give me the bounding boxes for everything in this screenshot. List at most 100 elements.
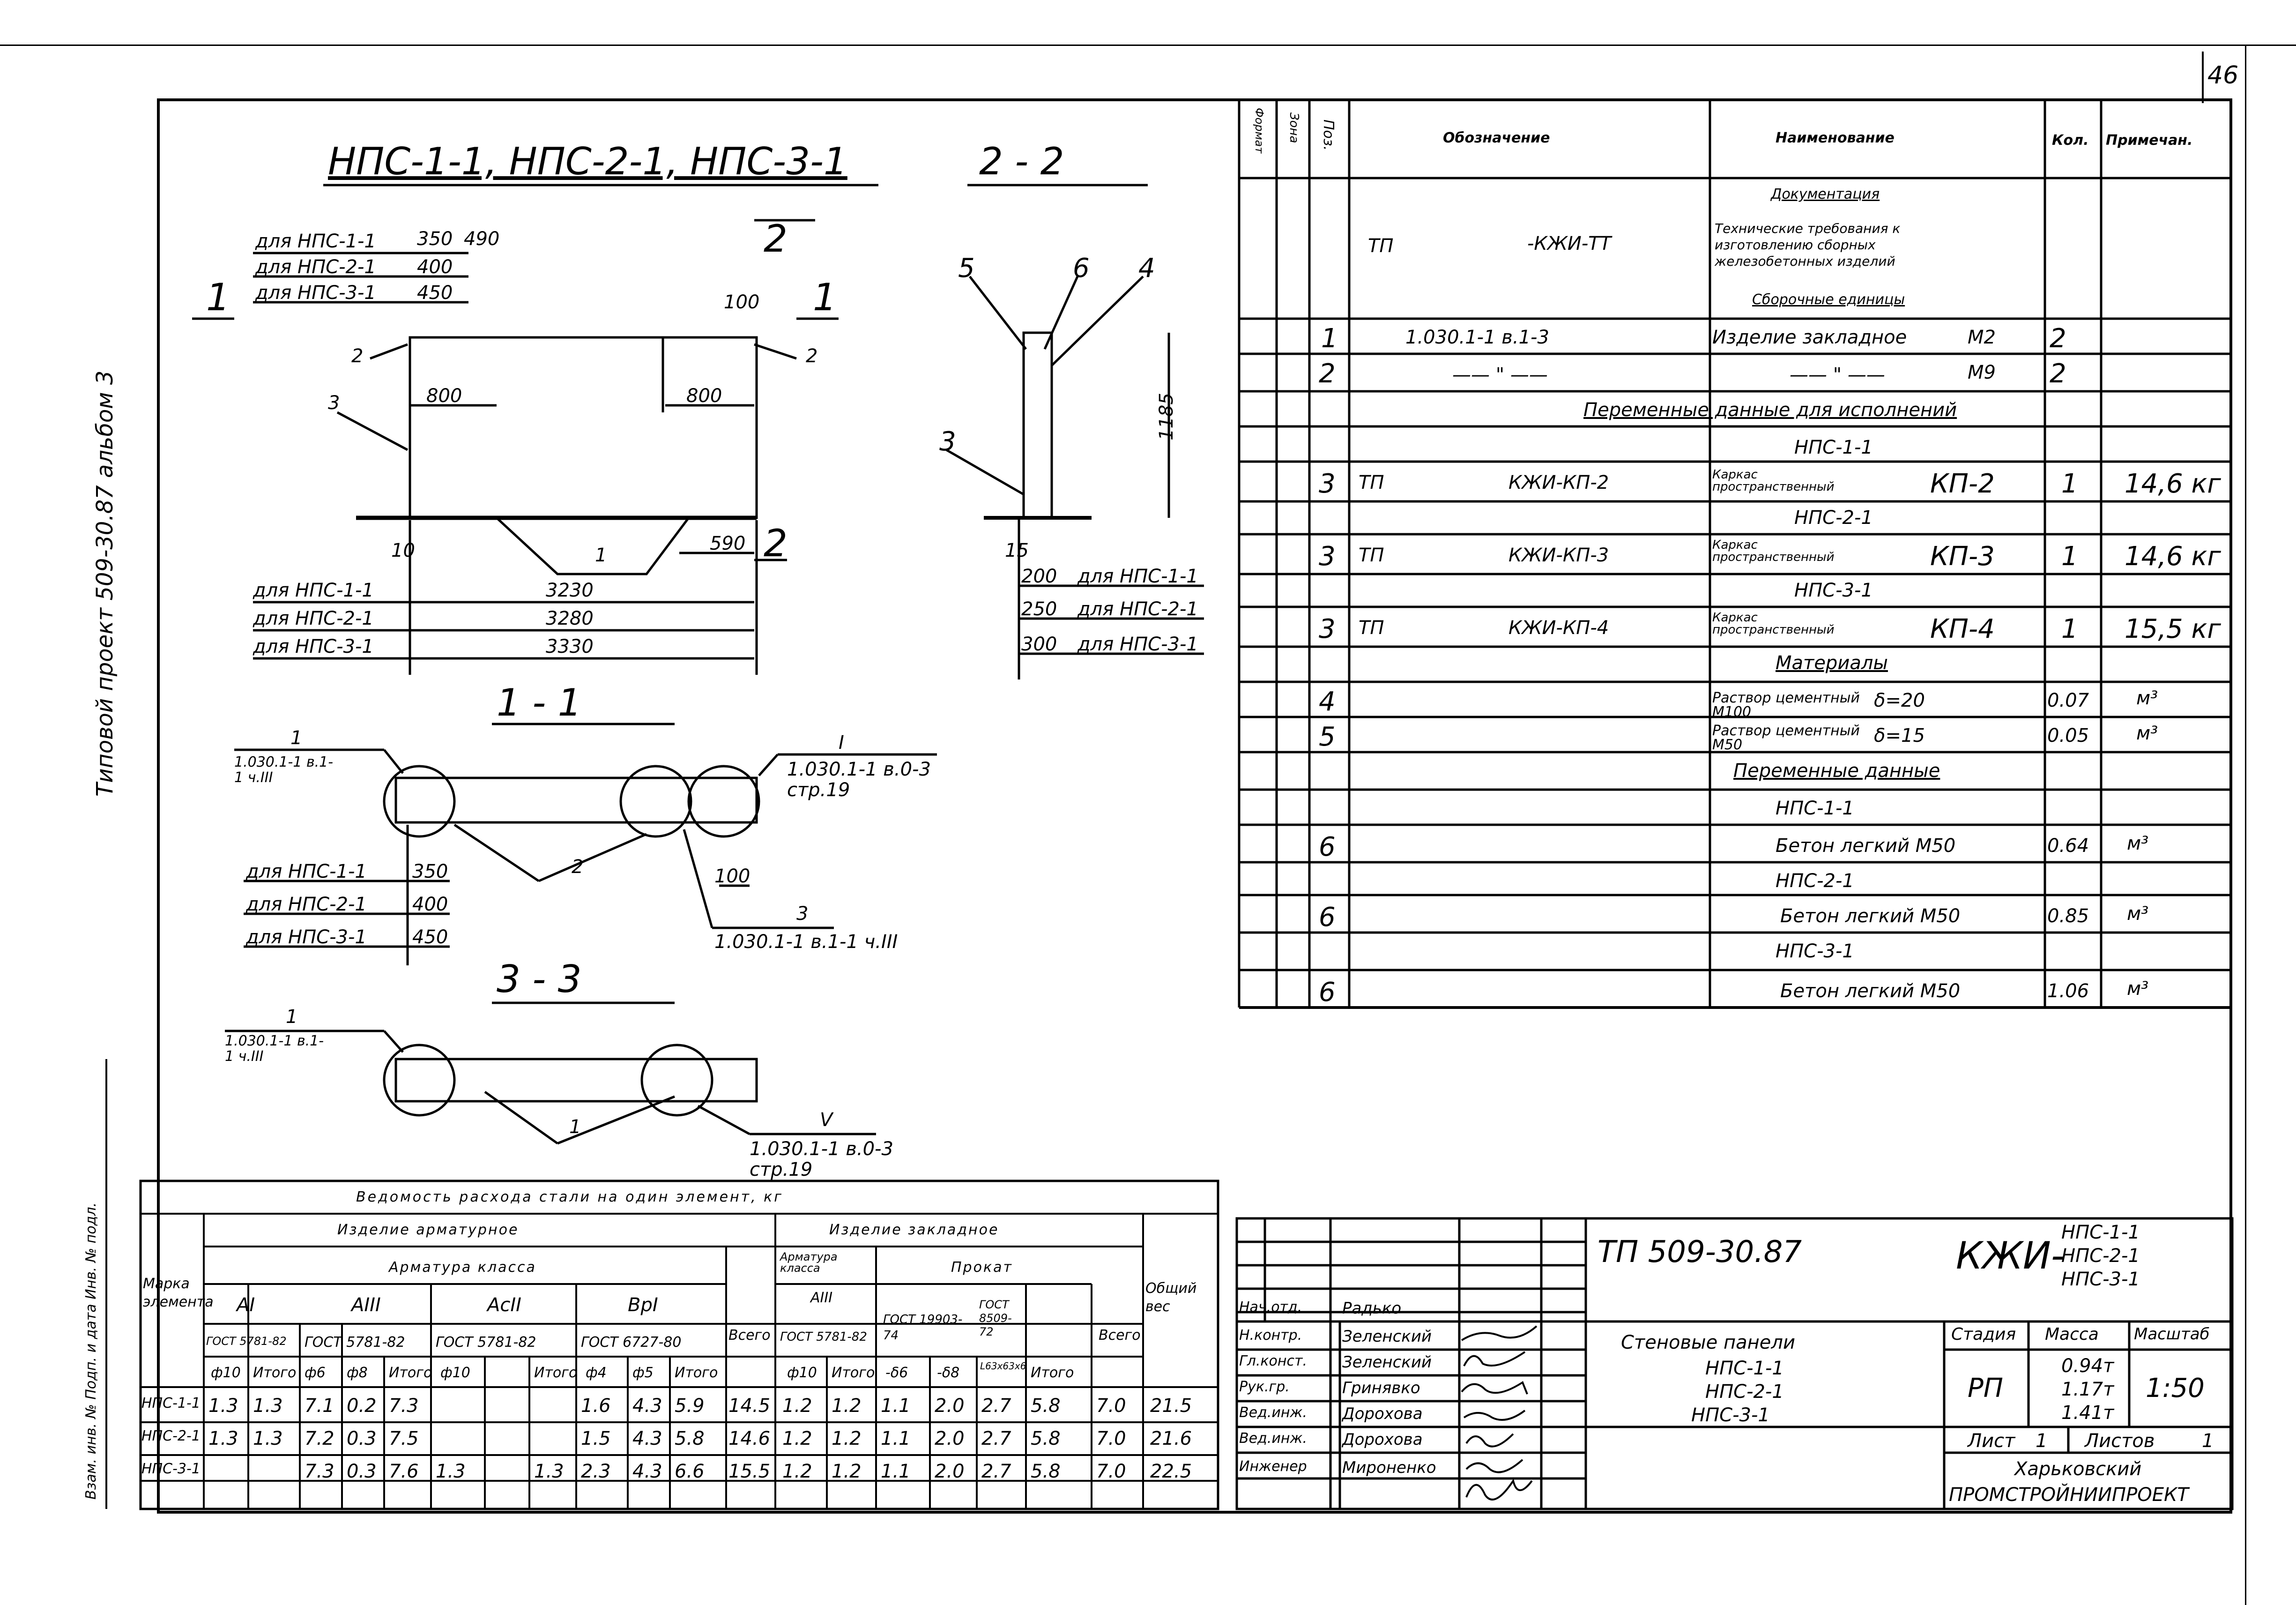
- spec-name: Раствор цементный М50: [1712, 723, 1860, 753]
- drawing-frame: [157, 98, 2232, 1514]
- dim-value: 800: [686, 385, 722, 407]
- sheets-value: 1: [2202, 1430, 2214, 1452]
- dim-value: 800: [426, 385, 462, 407]
- spec-row-qty: 2: [2050, 323, 2066, 354]
- steel-cell: 14.6: [728, 1428, 771, 1449]
- dim-value: 100: [714, 866, 750, 887]
- steel-sub: Итого: [389, 1365, 432, 1381]
- scale-value: 1:50: [2146, 1373, 2205, 1403]
- steel-cell: 5.8: [675, 1428, 705, 1449]
- spec-variant: НПС-3-1: [1794, 580, 1873, 601]
- steel-cell: 4.3: [632, 1428, 662, 1449]
- steel-cell: 7.0: [1096, 1461, 1126, 1482]
- section11-outline: [394, 776, 758, 824]
- steel-cell: 1.3: [436, 1461, 466, 1482]
- steel-sub: Итого: [832, 1365, 875, 1381]
- steel-sub: Итого: [1031, 1365, 1074, 1381]
- dim-value: 350: [417, 228, 453, 250]
- steel-row-mark: НПС-1-1: [141, 1395, 201, 1411]
- spec-qty: 0.07: [2047, 690, 2089, 711]
- steel-rebar-header: Изделие арматурное: [337, 1222, 519, 1238]
- spec-doc-name: Технические требования к изготовлению сб…: [1715, 221, 1901, 269]
- section-marker-1: 1: [206, 276, 230, 319]
- steel-cell: 1.2: [782, 1461, 812, 1482]
- steel-row-mark: НПС-2-1: [141, 1428, 201, 1444]
- length-row-label: для НПС-2-1: [253, 608, 374, 629]
- spec-pos: 4: [1319, 687, 1336, 717]
- sec22-dim: 200: [1021, 566, 1057, 587]
- mass-header: Масса: [2045, 1325, 2099, 1344]
- position-label: 6: [1073, 253, 1090, 284]
- dim-value: 15: [1005, 540, 1029, 561]
- steel-cell: 2.3: [581, 1461, 611, 1482]
- person-role: Вед.инж.: [1239, 1404, 1307, 1421]
- position-label: 3: [939, 426, 956, 457]
- spec-name: Каркас пространственный: [1712, 611, 1835, 637]
- spec-row-name: Изделие закладное: [1712, 327, 1907, 348]
- spec-pos: 6: [1319, 977, 1336, 1008]
- spec-name: Каркас пространственный: [1712, 468, 1835, 494]
- top-row-label: для НПС-3-1: [255, 282, 376, 304]
- steel-gost: ГОСТ 8509-72: [979, 1298, 1012, 1338]
- spec-tp: ТП: [1359, 545, 1384, 566]
- spec-mark: КП-3: [1930, 541, 1995, 572]
- sec11-row-label: для НПС-1-1: [246, 861, 367, 882]
- title-project: ТП 509-30.87: [1598, 1235, 1802, 1269]
- steel-gost: ГОСТ 5781-82: [780, 1330, 867, 1344]
- spec-header-name: Наименование: [1776, 130, 1895, 146]
- spec-row-mark: М2: [1968, 327, 1996, 348]
- steel-cell: 4.3: [632, 1461, 662, 1482]
- spec-variant: НПС-2-1: [1776, 870, 1854, 892]
- steel-title: Ведомость расхода стали на один элемент,…: [356, 1189, 784, 1205]
- spec-note: м³: [2136, 687, 2158, 709]
- steel-cell: 5.9: [675, 1395, 705, 1417]
- title-name-line: Стеновые панели: [1621, 1332, 1795, 1353]
- person-name: Мироненко: [1342, 1458, 1436, 1477]
- person-role: Нач.отд.: [1239, 1299, 1302, 1315]
- length-row-label: для НПС-3-1: [253, 636, 374, 657]
- steel-cell: 22.5: [1150, 1461, 1192, 1482]
- sec33-ref-right-pos: V: [820, 1109, 833, 1131]
- spec-variable-data: Переменные данные для исполнений: [1583, 399, 1957, 421]
- sec11-ref-bottom: 1.030.1-1 в.1-1 ч.III: [714, 931, 898, 953]
- spec-note: м³: [2127, 978, 2149, 1000]
- sec11-ref-right: 1.030.1-1 в.0-3 стр.19: [787, 759, 931, 801]
- dim-value: 400: [417, 256, 453, 278]
- steel-sub: ф8: [347, 1365, 368, 1381]
- position-label: 3: [328, 392, 340, 414]
- steel-gost: ГОСТ 19903-74: [883, 1313, 963, 1343]
- spec-doc-code: -КЖИ-ТТ: [1527, 233, 1612, 254]
- title-name-line: НПС-1-1: [1705, 1358, 1784, 1379]
- steel-cell: 7.5: [389, 1428, 419, 1449]
- length-row-label: для НПС-1-1: [253, 580, 374, 601]
- steel-cell: 2.7: [981, 1461, 1011, 1482]
- steel-cell: 2.0: [935, 1461, 965, 1482]
- position-label: 1: [290, 727, 303, 749]
- steel-total-weight: Общий вес: [1145, 1280, 1197, 1315]
- mass-value: 1.41т: [2061, 1402, 2114, 1424]
- spec-pos: 3: [1319, 614, 1336, 644]
- spec-tp: ТП: [1359, 472, 1384, 493]
- sec22-row-label: для НПС-3-1: [1077, 634, 1198, 655]
- steel-cell: 2.7: [981, 1428, 1011, 1449]
- sec22-dim: 300: [1021, 634, 1057, 655]
- steel-cell: 1.1: [881, 1395, 911, 1417]
- position-label: 1: [286, 1006, 298, 1028]
- steel-cell: 7.1: [305, 1395, 334, 1417]
- sheet-value: 1: [2036, 1430, 2048, 1452]
- spec-delta: δ=15: [1874, 725, 1925, 747]
- steel-sub: Итого: [534, 1365, 578, 1381]
- steel-cell: 15.5: [728, 1461, 771, 1482]
- title-name-line: НПС-3-1: [1691, 1404, 1770, 1426]
- spec-row-name: —— " ——: [1790, 364, 1885, 386]
- dim-value: 490: [464, 228, 500, 250]
- length-dim: 3230: [546, 580, 594, 601]
- steel-class: AIII: [351, 1294, 381, 1316]
- length-dim: 3330: [546, 636, 594, 657]
- top-row-label: для НПС-1-1: [255, 231, 376, 252]
- sec33-ref-left: 1.030.1-1 в.1-1 ч.III: [225, 1033, 324, 1065]
- steel-class: AcII: [487, 1294, 521, 1316]
- steel-cell: 7.2: [305, 1428, 334, 1449]
- spec-note: 15,5 кг: [2125, 614, 2221, 644]
